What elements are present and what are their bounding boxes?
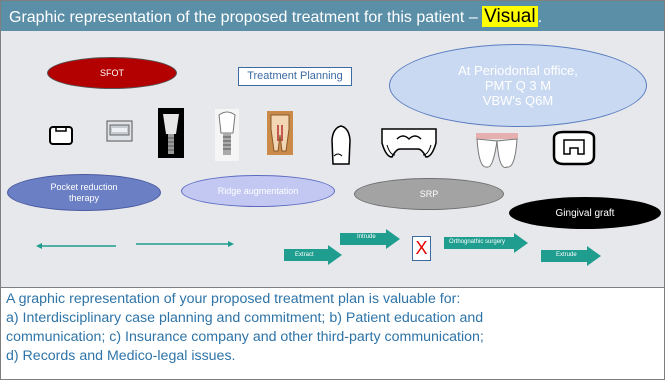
perio-line-3: VBW's Q6M: [482, 93, 554, 108]
intrude-arrow: [340, 229, 400, 249]
denture-icon: [552, 130, 596, 166]
caption-line-4: d) Records and Medico-legal issues.: [6, 348, 236, 364]
perio-line-2: PMT Q 3 M: [484, 78, 552, 93]
bridge-outline-icon: [381, 128, 437, 158]
gingival-graft-ellipse: Gingival graft: [509, 197, 661, 229]
bridge-icon: [106, 120, 133, 142]
srp-label: SRP: [419, 188, 439, 199]
left-line-arrow: [36, 243, 116, 249]
caption-line-1: A graphic representation of your propose…: [6, 291, 461, 307]
periodontal-office-ellipse: At Periodontal office, PMT Q 3 M VBW's Q…: [389, 44, 647, 127]
sfot-label: SFOT: [100, 67, 124, 78]
sfot-ellipse: SFOT: [47, 57, 177, 89]
ridge-augmentation-ellipse: Ridge augmentation: [181, 175, 335, 207]
extract-label: Extract: [295, 252, 314, 258]
pocket-reduction-ellipse: Pocket reduction therapy: [7, 174, 161, 211]
caption-block: A graphic representation of your propose…: [1, 287, 664, 379]
slide-header: Graphic representation of the proposed t…: [1, 1, 664, 31]
treatment-planning-box: Treatment Planning: [238, 67, 352, 86]
title-highlight: Visual: [482, 6, 538, 27]
orthognathic-arrow: [444, 233, 528, 253]
x-mark-box: X: [412, 236, 431, 261]
intrude-label: Intrude: [357, 234, 376, 240]
extrude-arrow: [541, 246, 601, 266]
tooth-xray-icon: [267, 111, 293, 155]
tooth-outline-icon: [331, 125, 351, 165]
caption-line-3: communication; c) Insurance company and …: [6, 329, 484, 345]
pocket-line-2: therapy: [68, 192, 99, 203]
right-line-arrow: [136, 241, 234, 247]
title-suffix: .: [537, 9, 543, 26]
crown-icon: [49, 126, 73, 145]
gingival-label: Gingival graft: [555, 207, 615, 219]
extrude-label: Extrude: [556, 252, 577, 258]
srp-ellipse: SRP: [354, 178, 504, 210]
slide-title: Graphic representation of the proposed t…: [9, 6, 542, 28]
implant-crown-icon: [158, 108, 184, 158]
perio-line-1: At Periodontal office,: [458, 63, 578, 78]
caption-line-2: a) Interdisciplinary case planning and c…: [6, 310, 484, 326]
orthognathic-label: Orthognathic surgery: [449, 239, 506, 245]
ridge-label: Ridge augmentation: [217, 185, 299, 196]
implant-icon: [215, 109, 239, 161]
title-prefix: Graphic representation of the proposed t…: [9, 9, 478, 26]
tooth-model-icon: [476, 133, 518, 168]
pocket-line-1: Pocket reduction: [50, 181, 118, 192]
extract-arrow: [284, 245, 342, 265]
